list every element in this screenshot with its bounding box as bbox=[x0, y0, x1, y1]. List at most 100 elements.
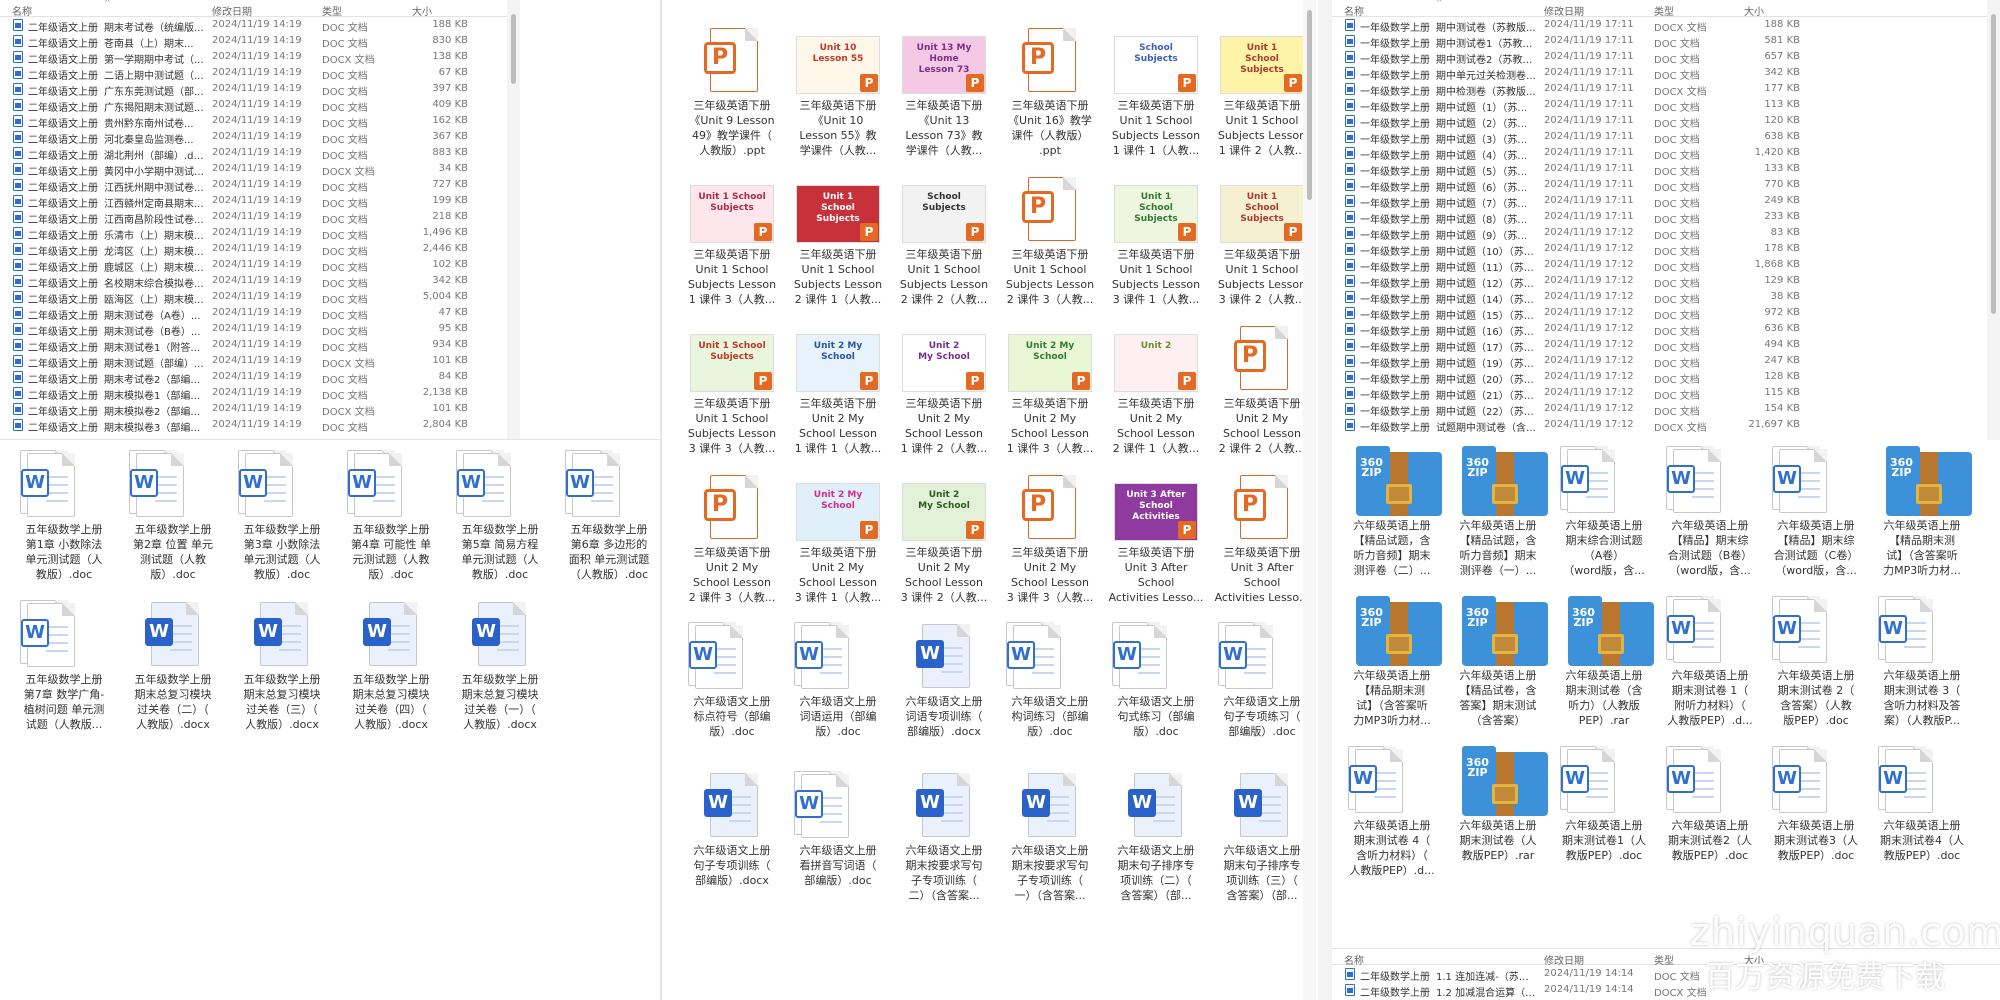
vertical-scrollbar[interactable] bbox=[1987, 0, 2000, 440]
column-type-header[interactable]: 类型 bbox=[1654, 956, 1674, 967]
column-date-header[interactable]: 修改日期 bbox=[212, 7, 252, 18]
column-size-header[interactable]: 大小 bbox=[1744, 7, 1764, 18]
vertical-scrollbar[interactable] bbox=[507, 0, 520, 440]
scrollbar-thumb[interactable] bbox=[1307, 10, 1312, 200]
scrollbar-thumb[interactable] bbox=[1991, 14, 1996, 314]
column-name-header[interactable]: 名称 bbox=[1344, 7, 1364, 18]
column-date-header[interactable]: 修改日期 bbox=[1544, 956, 1584, 967]
scrollbar-thumb[interactable] bbox=[511, 14, 516, 84]
column-name-header[interactable]: 名称 bbox=[1344, 956, 1364, 967]
column-name-header[interactable]: 名称 bbox=[12, 7, 32, 18]
